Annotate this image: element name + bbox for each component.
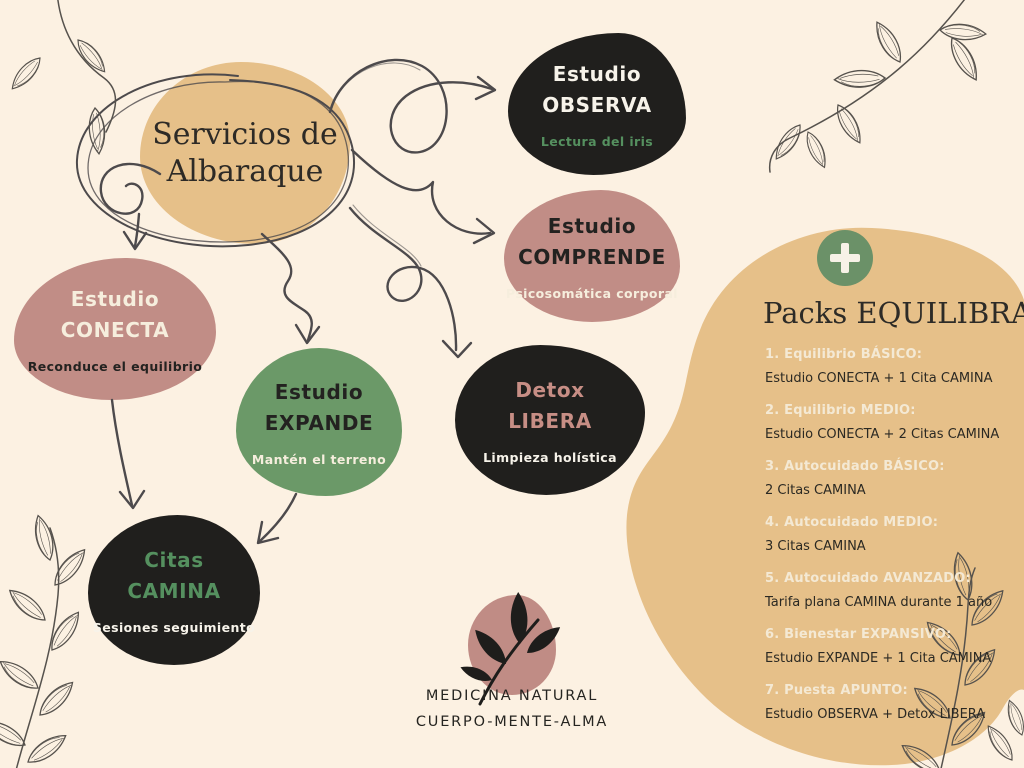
pack-item-label: 2. Equilibrio MEDIO: (765, 403, 916, 418)
arrow-title-to-expande (260, 232, 321, 345)
arrow-title-to-libera (348, 204, 473, 359)
node-expande-subtitle: Mantén el terreno (251, 452, 387, 467)
branch-bottom-left-icon (0, 512, 91, 768)
arrow-title-to-observa (328, 58, 497, 154)
pack-item-label: 6. Bienestar EXPANSIVO: (765, 627, 952, 642)
pack-item-3: 3. Autocuidado BÁSICO: 2 Citas CAMINA (765, 459, 1020, 498)
logo-blob (468, 595, 556, 695)
plus-icon-horizontal-bar (830, 254, 860, 262)
node-libera: Detox LIBERA Limpieza holística (455, 345, 645, 495)
node-comprende-line2: COMPRENDE (518, 245, 666, 269)
packs-title: Packs EQUILIBRA (763, 296, 1024, 330)
node-camina-line1: Citas (144, 548, 204, 572)
pack-item-label: 4. Autocuidado MEDIO: (765, 515, 939, 530)
pack-item-label: 5. Autocuidado AVANZADO: (765, 571, 971, 586)
plus-icon (817, 230, 873, 286)
node-observa-line2: OBSERVA (542, 93, 652, 117)
footer-line1: MEDICINA NATURAL (425, 688, 599, 704)
pack-item-desc: Estudio EXPANDE + 1 Cita CAMINA (765, 651, 992, 666)
node-conecta: Estudio CONECTA Reconduce el equilibrio (14, 258, 216, 400)
node-comprende-subtitle: Psicosomática corporal (506, 286, 678, 301)
node-libera-line2: LIBERA (508, 409, 592, 433)
pack-item-label: 1. Equilibrio BÁSICO: (765, 347, 923, 362)
pack-item-label: 7. Puesta APUNTO: (765, 683, 908, 698)
node-expande: Estudio EXPANDE Mantén el terreno (236, 348, 402, 496)
packs-list: 1. Equilibrio BÁSICO: Estudio CONECTA + … (765, 347, 1020, 739)
pack-item-desc: Estudio CONECTA + 2 Citas CAMINA (765, 427, 1000, 442)
branch-top-left-icon (6, 0, 117, 156)
node-conecta-line1: Estudio (70, 287, 160, 311)
node-expande-line2: EXPANDE (264, 411, 374, 435)
node-comprende-line1: Estudio (547, 214, 637, 238)
pack-item-5: 5. Autocuidado AVANZADO: Tarifa plana CA… (765, 571, 1020, 610)
pack-item-label: 3. Autocuidado BÁSICO: (765, 459, 945, 474)
node-conecta-subtitle: Reconduce el equilibrio (27, 359, 203, 374)
arrow-conecta-to-camina (110, 398, 146, 510)
node-title: Servicios de Albaraque (140, 62, 350, 244)
footer-tagline: MEDICINA NATURAL CUERPO-MENTE-ALMA (402, 688, 622, 740)
pack-item-7: 7. Puesta APUNTO: Estudio OBSERVA + Deto… (765, 683, 1020, 722)
pack-item-desc: 3 Citas CAMINA (765, 539, 866, 554)
node-observa: Estudio OBSERVA Lectura del iris (508, 33, 686, 175)
page-title-line2: Albaraque (166, 154, 324, 189)
node-expande-line1: Estudio (274, 380, 364, 404)
page-title-line1: Servicios de (152, 116, 338, 152)
pack-item-6: 6. Bienestar EXPANSIVO: Estudio EXPANDE … (765, 627, 1020, 666)
pack-item-1: 1. Equilibrio BÁSICO: Estudio CONECTA + … (765, 347, 1020, 386)
node-camina-subtitle: Sesiones seguimiento (92, 620, 256, 635)
node-camina: Citas CAMINA Sesiones seguimiento (88, 515, 260, 665)
footer-line2: CUERPO-MENTE-ALMA (415, 714, 609, 730)
pack-item-2: 2. Equilibrio MEDIO: Estudio CONECTA + 2… (765, 403, 1020, 442)
branch-top-right-icon (768, 0, 988, 173)
pack-item-desc: Tarifa plana CAMINA durante 1 año (765, 595, 993, 610)
pack-item-4: 4. Autocuidado MEDIO: 3 Citas CAMINA (765, 515, 1020, 554)
pack-item-desc: Estudio OBSERVA + Detox LIBERA (765, 707, 986, 722)
node-observa-line1: Estudio (552, 62, 642, 86)
pack-item-desc: 2 Citas CAMINA (765, 483, 866, 498)
node-comprende: Estudio COMPRENDE Psicosomática corporal (504, 190, 680, 322)
node-libera-line1: Detox (515, 378, 585, 402)
node-conecta-line2: CONECTA (60, 318, 170, 342)
arrow-expande-to-camina (256, 492, 298, 545)
pack-item-desc: Estudio CONECTA + 1 Cita CAMINA (765, 371, 993, 386)
node-camina-line2: CAMINA (127, 579, 221, 603)
node-observa-subtitle: Lectura del iris (540, 134, 654, 149)
arrow-title-to-comprende (350, 148, 496, 245)
node-libera-subtitle: Limpieza holística (483, 450, 617, 465)
